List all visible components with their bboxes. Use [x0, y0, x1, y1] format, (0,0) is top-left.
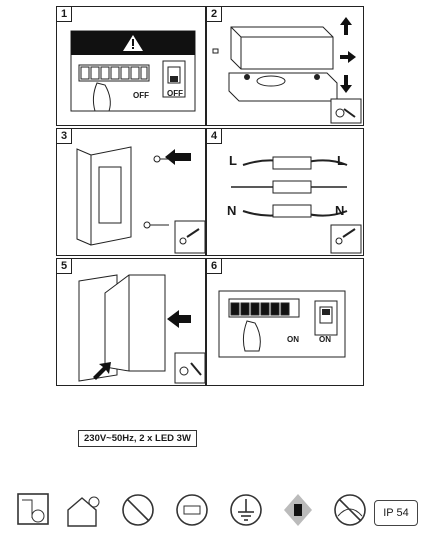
- step-number: 4: [207, 129, 222, 144]
- electrical-spec: 230V~50Hz, 2 x LED 3W: [78, 430, 197, 447]
- no-disposal-icon: [118, 490, 158, 532]
- outdoor-house-lamp-icon: [64, 490, 104, 532]
- attach-cover-illustration: [78, 274, 205, 384]
- light-direction-icon: [278, 490, 318, 532]
- step-3-panel: 3: [56, 128, 206, 256]
- wall-mount-illustration: [76, 146, 205, 254]
- live-label-right: L: [337, 153, 345, 168]
- wiring-illustration: [231, 156, 362, 254]
- step-number: 1: [57, 7, 72, 22]
- symbols-row: [14, 490, 434, 536]
- step-4-panel: 4 L L N N: [206, 128, 364, 256]
- step-6-panel: 6 ON ON: [206, 258, 364, 386]
- live-label-left: L: [229, 153, 237, 168]
- step-1-panel: 1 OFF OFF: [56, 6, 206, 126]
- switch-on-illustration: [218, 290, 346, 358]
- class-ii-fixture-icon: [14, 490, 54, 532]
- step-5-panel: 5: [56, 258, 206, 386]
- on-switch-label: ON: [319, 335, 331, 344]
- switch-off-illustration: [70, 30, 196, 112]
- no-cover-insulation-icon: [330, 490, 370, 532]
- step-number: 5: [57, 259, 72, 274]
- on-label: ON: [287, 335, 299, 344]
- ip-rating-badge: IP 54: [374, 500, 418, 526]
- recycle-icon: [172, 490, 212, 532]
- neutral-label-right: N: [335, 203, 345, 218]
- step-number: 6: [207, 259, 222, 274]
- step-number: 2: [207, 7, 222, 22]
- remove-cover-illustration: [212, 17, 362, 124]
- earth-ground-icon: [226, 490, 266, 532]
- neutral-label-left: N: [227, 203, 237, 218]
- step-2-panel: 2: [206, 6, 364, 126]
- step-number: 3: [57, 129, 72, 144]
- off-switch-label: OFF: [167, 89, 183, 98]
- off-label: OFF: [133, 91, 149, 100]
